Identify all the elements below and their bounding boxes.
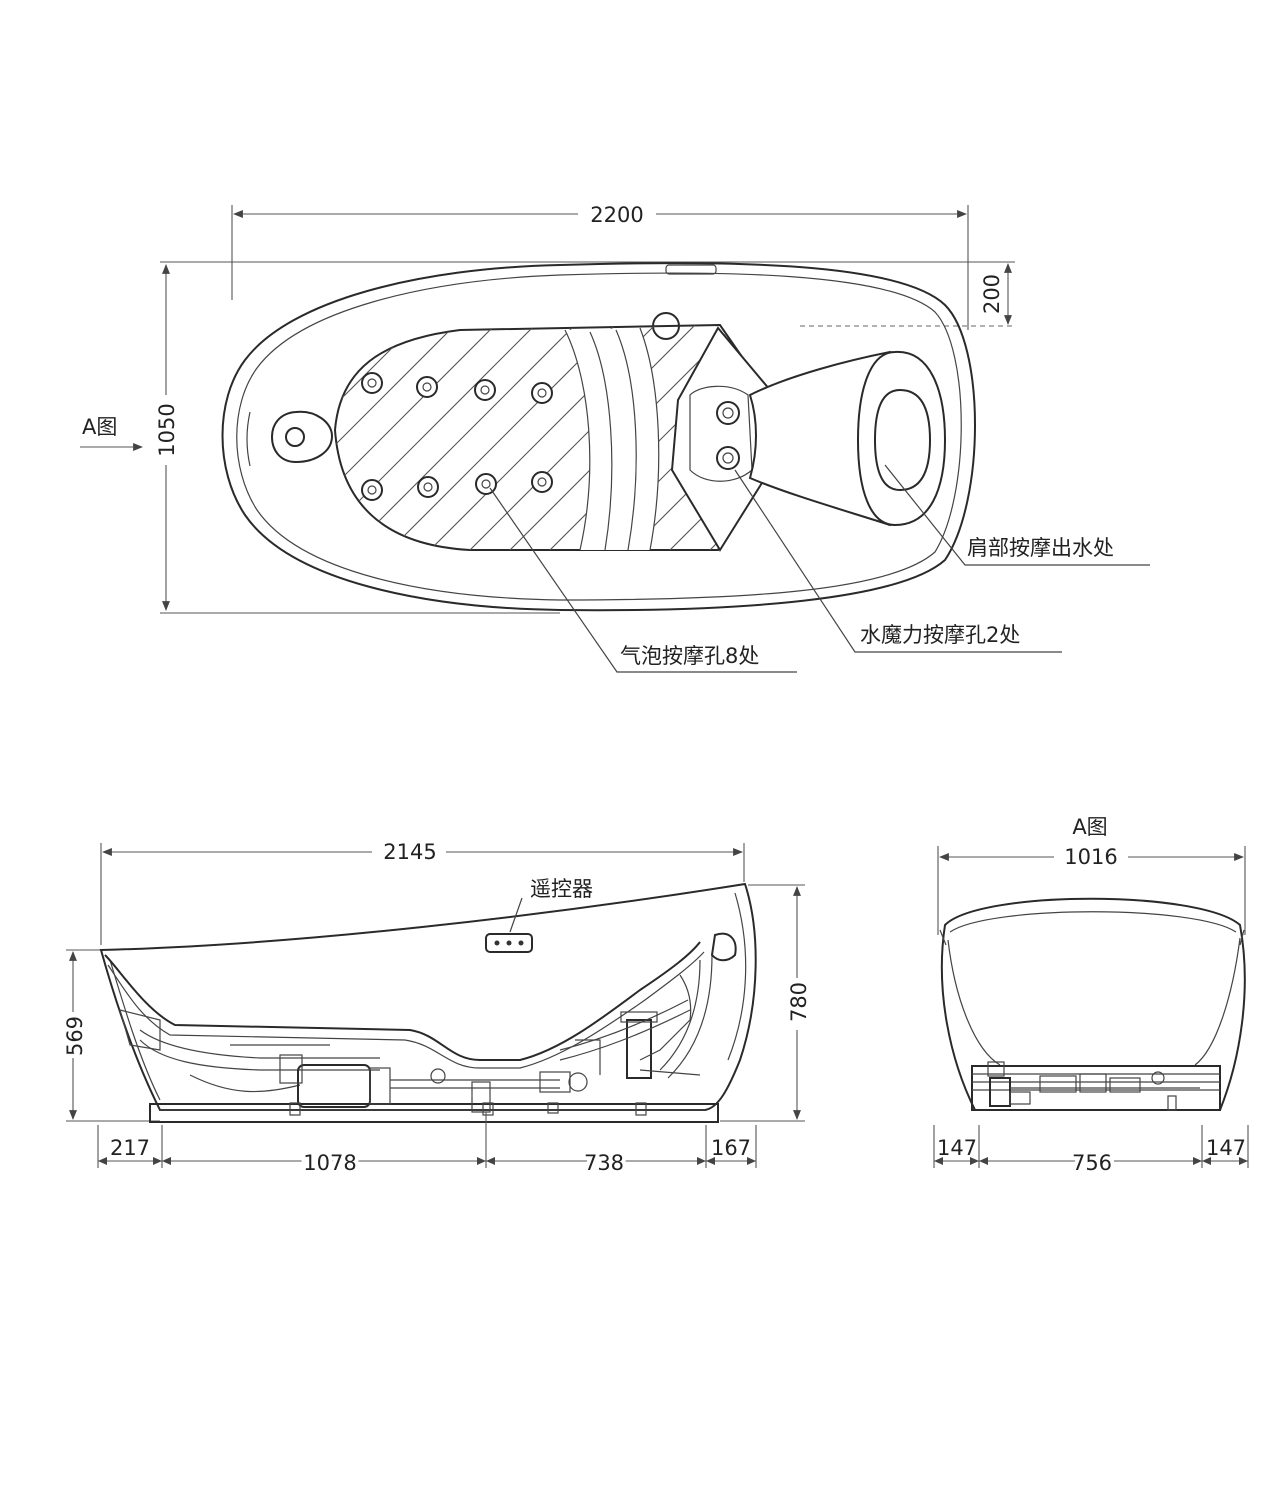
view-marker-a: A图 <box>80 415 143 451</box>
dim-1016: 1016 <box>937 845 1246 935</box>
dim-2145: 2145 <box>100 840 745 945</box>
dim-1050: 1050 <box>155 261 700 614</box>
side-base-dim-2: 738 <box>584 1151 624 1175</box>
dim-200: 200 <box>700 261 1015 327</box>
end-base-dim-1: 756 <box>1072 1151 1112 1175</box>
overflow-slot <box>665 264 717 275</box>
side-base-dim-3: 167 <box>711 1136 751 1160</box>
dim-2200-text: 2200 <box>590 203 643 227</box>
side-tub-base <box>149 1103 719 1123</box>
dim-780: 780 <box>720 884 811 1122</box>
end-view: A图 1016 <box>933 815 1249 1179</box>
dim-569-text: 569 <box>63 1016 87 1056</box>
side-machinery <box>119 932 737 1116</box>
side-inner-basin <box>104 941 701 1061</box>
side-tub-body <box>99 882 757 1111</box>
callout-shoulder-outlet: 肩部按摩出水处 <box>967 536 1114 560</box>
callout-leaders <box>489 464 1150 673</box>
dim-1016-text: 1016 <box>1064 845 1117 869</box>
dim-2145-text: 2145 <box>383 840 436 864</box>
dim-1050-text: 1050 <box>155 403 179 456</box>
callout-bubble-holes: 气泡按摩孔8处 <box>620 644 759 668</box>
tub-outer-rim <box>221 262 976 612</box>
end-tub-body <box>940 897 1246 1111</box>
top-view: 2200 1050 200 A图 <box>80 203 1150 673</box>
end-base-dims <box>933 1125 1249 1168</box>
remote-label: 遥控器 <box>530 877 593 901</box>
hydro-jets <box>716 401 740 470</box>
end-tub-base <box>971 1065 1221 1111</box>
dim-200-text: 200 <box>980 274 1004 314</box>
seat-hatching <box>335 325 765 550</box>
end-view-title: A图 <box>1072 815 1107 839</box>
bubble-jets <box>361 372 553 501</box>
view-marker-a-text: A图 <box>82 415 117 439</box>
tub-inner-rim <box>236 272 962 601</box>
shoulder-outlet <box>856 350 947 527</box>
remote-control <box>485 897 533 953</box>
dim-2200: 2200 <box>231 203 969 330</box>
end-base-dim-2: 147 <box>1206 1136 1246 1160</box>
side-base-dims <box>97 1112 757 1168</box>
dim-780-text: 780 <box>787 982 811 1022</box>
side-view: 2145 780 569 <box>63 840 811 1179</box>
callout-hydro-holes: 水魔力按摩孔2处 <box>860 623 1020 647</box>
side-base-dim-0: 217 <box>110 1136 150 1160</box>
side-base-dim-1: 1078 <box>303 1151 356 1175</box>
tub-drain <box>270 410 334 464</box>
dim-569: 569 <box>63 949 160 1122</box>
end-base-dim-0: 147 <box>937 1136 977 1160</box>
end-machinery <box>987 1061 1200 1111</box>
